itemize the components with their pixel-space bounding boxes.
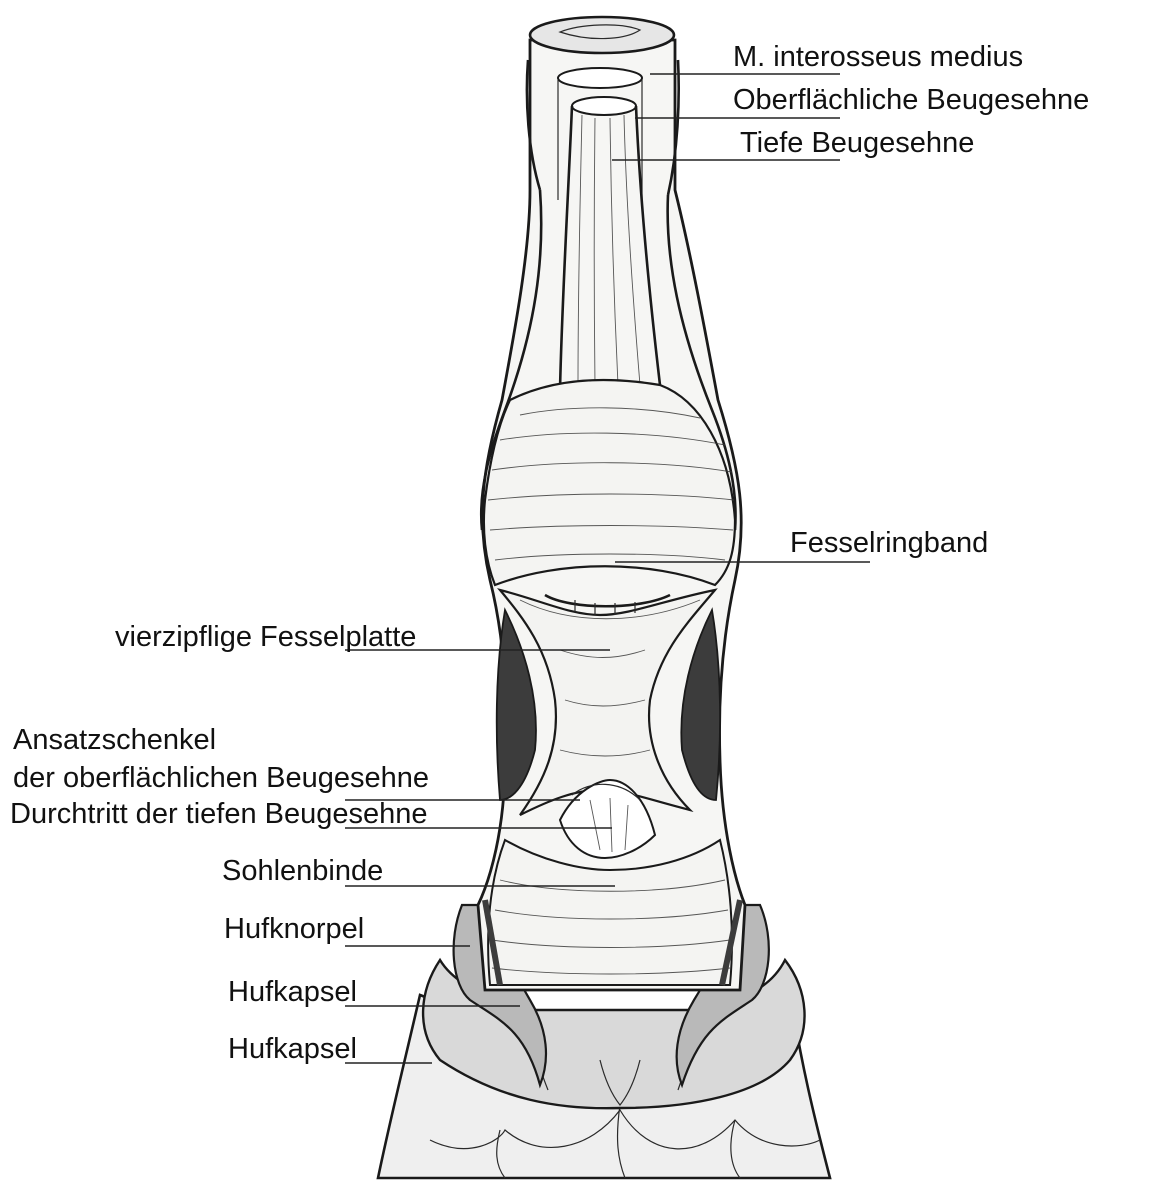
label-hufkapsel-upper: Hufkapsel: [228, 976, 357, 1008]
label-oberflaechliche-beugesehne: Oberflächliche Beugesehne: [733, 84, 1089, 116]
label-ansatzschenkel-line1: Ansatzschenkel: [13, 724, 216, 756]
annular-ligament: [484, 380, 735, 585]
label-m-interosseus-medius: M. interosseus medius: [733, 41, 1023, 73]
label-hufkapsel-lower: Hufkapsel: [228, 1033, 357, 1065]
label-fesselringband: Fesselringband: [790, 527, 988, 559]
label-sohlenbinde: Sohlenbinde: [222, 855, 383, 887]
label-hufknorpel: Hufknorpel: [224, 913, 364, 945]
label-ansatzschenkel-line2: der oberflächlichen Beugesehne: [13, 762, 429, 794]
label-vierzipflige-fesselplatte: vierzipflige Fesselplatte: [115, 621, 416, 653]
label-durchtritt: Durchtritt der tiefen Beugesehne: [10, 798, 428, 830]
label-tiefe-beugesehne: Tiefe Beugesehne: [740, 127, 974, 159]
